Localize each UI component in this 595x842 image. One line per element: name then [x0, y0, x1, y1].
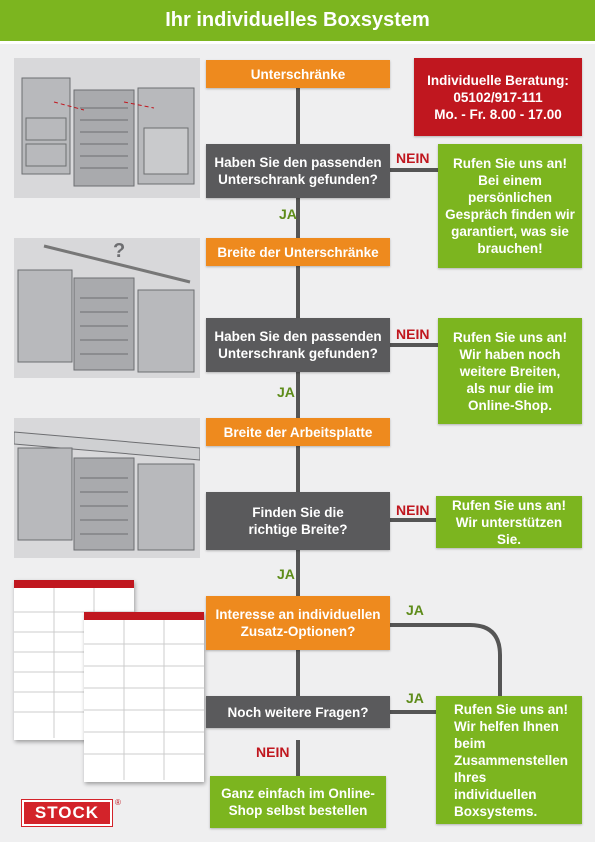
question-unterschrank-1: Haben Sie den passenden Unterschrank gef…: [206, 144, 390, 198]
step-unterschraenke: Unterschränke: [206, 60, 390, 88]
answer-box-1: Rufen Sie uns an! Bei einem persönlichen…: [438, 144, 582, 268]
cabinet-illustration-3: [14, 431, 200, 551]
registered-mark: ®: [115, 798, 121, 807]
yes-label-3: JA: [277, 566, 295, 582]
step-zusatz-optionen: Interesse an individuellen Zusatz-Option…: [206, 596, 390, 650]
contact-box: Individuelle Beratung: 05102/917-111 Mo.…: [414, 58, 582, 136]
question-weitere-fragen: Noch weitere Fragen?: [206, 696, 390, 728]
no-label-2: NEIN: [396, 326, 430, 342]
answer-box-3: Rufen Sie uns an! Wir unterstützen Sie.: [436, 496, 582, 548]
no-label-4: NEIN: [256, 744, 290, 760]
contact-line-1: Individuelle Beratung:: [427, 72, 569, 88]
answer-box-2: Rufen Sie uns an! Wir haben noch weitere…: [438, 318, 582, 424]
question-mark-label: ?: [113, 240, 126, 262]
question-unterschrank-2: Haben Sie den passenden Unterschrank gef…: [206, 318, 390, 372]
cabinet-photo-3: [14, 418, 200, 558]
options-sheet-grid-2: [84, 620, 204, 780]
no-label-1: NEIN: [396, 150, 430, 166]
yes-label-1: JA: [279, 206, 297, 222]
options-sheet-2: [84, 612, 204, 782]
page-title: Ihr individuelles Boxsystem: [0, 0, 595, 44]
yes-label-5: JA: [406, 690, 424, 706]
contact-phone: 05102/917-111: [453, 89, 543, 105]
cabinet-photo-1: [14, 58, 200, 198]
cabinet-illustration-2: [17, 244, 195, 373]
yes-connector-3: [390, 623, 502, 700]
answer-box-online-shop: Ganz einfach im Online-Shop selbst beste…: [210, 776, 386, 828]
contact-hours: Mo. - Fr. 8.00 - 17.00: [434, 106, 562, 122]
cabinet-illustration-1: [21, 77, 195, 187]
question-breite: Finden Sie die richtige Breite?: [206, 492, 390, 550]
yes-label-2: JA: [277, 384, 295, 400]
answer-box-4: Rufen Sie uns an! Wir helfen Ihnen beim …: [436, 696, 582, 824]
no-label-3: NEIN: [396, 502, 430, 518]
step-breite-unterschraenke: Breite der Unterschränke: [206, 238, 390, 266]
step-breite-arbeitsplatte: Breite der Arbeitsplatte: [206, 418, 390, 446]
stock-logo: STOCK: [22, 800, 112, 826]
yes-label-4: JA: [406, 602, 424, 618]
cabinet-photo-2: [14, 238, 200, 378]
